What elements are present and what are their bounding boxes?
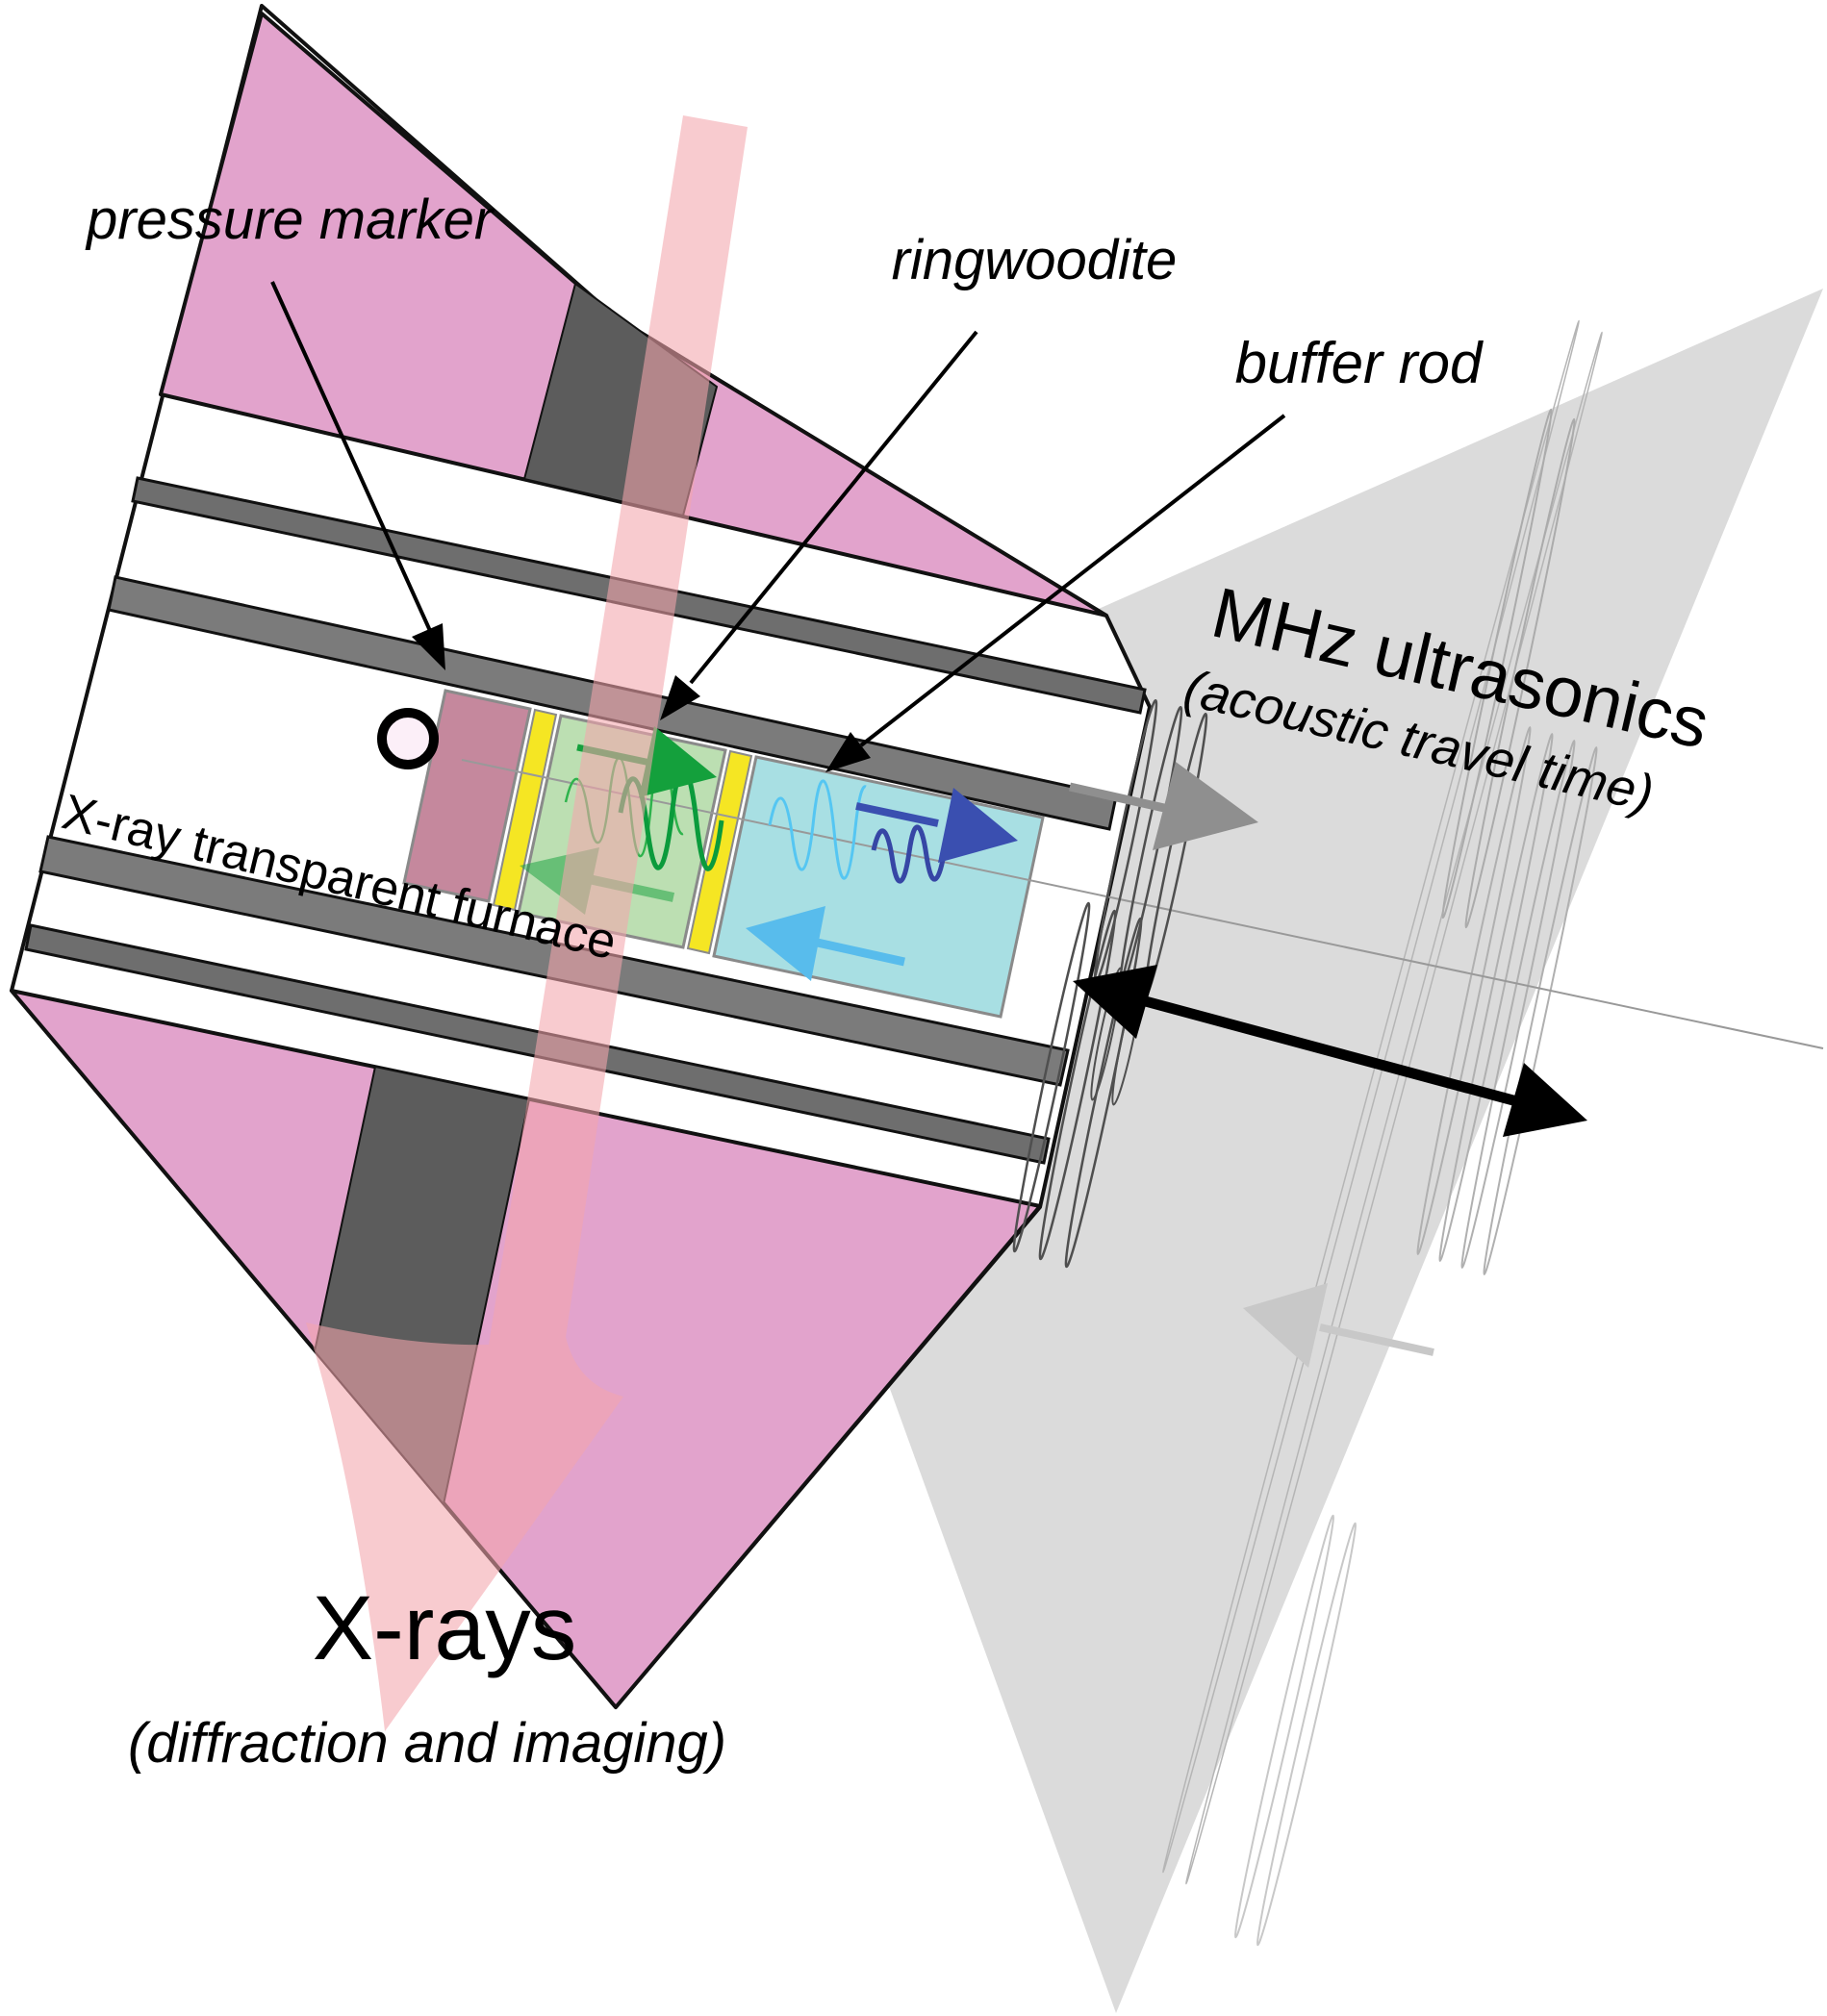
leader-ringwoodite — [660, 330, 978, 720]
cyan-wave — [768, 779, 867, 880]
label-buffer-rod: buffer rod — [1235, 331, 1484, 395]
wave-packet-mid-right — [1416, 726, 1598, 1275]
xray-beam — [306, 115, 748, 1731]
faint-echo-arrow — [1243, 1283, 1434, 1368]
gasket-strip-left — [492, 708, 558, 912]
pressure-marker-dot — [377, 708, 439, 769]
top-anvil — [159, 12, 1108, 617]
leader-pressure-marker — [270, 281, 445, 670]
gasket-strip-right — [686, 749, 753, 955]
travel-time-double-arrow — [1073, 965, 1587, 1137]
gray-emit-arrow — [1069, 762, 1258, 850]
blue-forward-arrow — [855, 788, 1018, 863]
wave-packet-bottom — [1234, 1514, 1357, 1947]
cyan-return-arrow — [746, 906, 905, 981]
label-diffraction-imaging: (diffraction and imaging) — [128, 1712, 726, 1775]
sample-arrows — [520, 726, 1018, 981]
label-ringwoodite: ringwoodite — [892, 229, 1178, 291]
acoustic-axis-line — [461, 759, 1824, 1049]
blue-wave — [871, 824, 953, 884]
wave-line — [1185, 331, 1603, 1885]
wave-packet-near-rod — [1012, 699, 1208, 1269]
leader-lines — [270, 281, 1286, 772]
leader-buffer-rod — [825, 414, 1286, 772]
plane-wave-lines — [1162, 319, 1603, 1885]
label-xrays: X-rays — [313, 1577, 576, 1679]
label-pressure-marker: pressure marker — [85, 189, 495, 251]
wave-packet-top-right — [1441, 408, 1576, 929]
wave-line — [1162, 319, 1580, 1874]
